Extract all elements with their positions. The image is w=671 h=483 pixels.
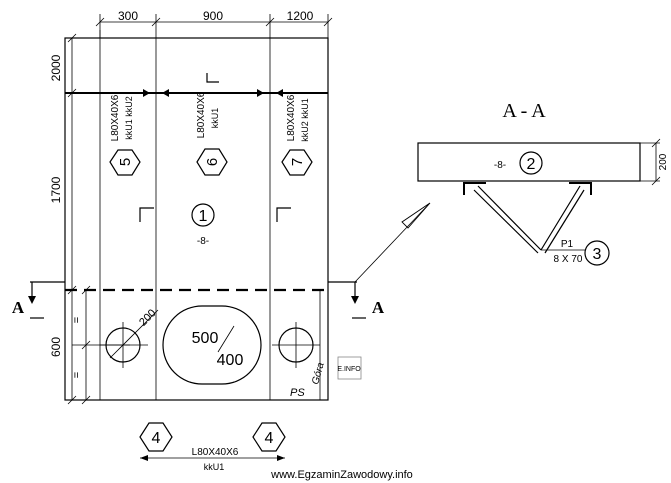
dim-600: 600 — [49, 337, 63, 357]
watermark: www.EgzaminZawodowy.info — [270, 469, 413, 481]
top-line-arrows — [143, 73, 283, 97]
angle-5-profile: L80X40X6 — [110, 94, 121, 141]
bottom-angle-number-right: 4 — [265, 430, 274, 447]
flat-mark: P1 — [561, 239, 574, 250]
leader-line — [354, 202, 431, 283]
section-plate-number: 2 — [527, 156, 536, 173]
plate-number: 1 — [199, 208, 208, 225]
section-view: A - A 200 -8- 2 P1 8 X 70 3 — [417, 100, 669, 266]
main-plate — [64, 14, 329, 401]
flat-size: 8 X 70 — [554, 254, 583, 265]
bottom-angle: 4 4 L80X40X6 kkU1 — [139, 422, 286, 472]
section-dim-200: 200 — [658, 153, 669, 170]
dim-equal-bottom: = — [71, 372, 83, 378]
plate-thickness: -8- — [197, 236, 209, 247]
angle-7-number: 7 — [289, 158, 306, 166]
section-marker-left-label: A — [12, 298, 25, 317]
dim-1200: 1200 — [287, 9, 314, 23]
surface-labels: PS Góra — [290, 361, 327, 399]
section-marker-right: A — [328, 281, 385, 319]
right-hole — [272, 322, 320, 368]
angle-6: L80X40X6 kkU1 6 — [196, 91, 228, 176]
section-thickness: -8- — [494, 160, 506, 171]
opening-height: 400 — [217, 352, 244, 369]
dim-1700: 1700 — [49, 176, 63, 203]
angle-5: L80X40X6 kkU1 kkU2 5 — [109, 94, 141, 176]
top-dimensions: 300 900 1200 — [95, 9, 333, 27]
hole-dim-200: 200 — [137, 307, 158, 328]
bottom-angle-profile: L80X40X6 — [192, 447, 239, 458]
flat-number: 3 — [593, 246, 602, 263]
top-label: Góra — [310, 361, 326, 386]
dim-equal-top: = — [71, 317, 83, 323]
opening: 500 400 — [162, 305, 262, 385]
angle-7: L80X40X6 kkU2 kkU1 7 — [281, 94, 313, 176]
angle-7-profile: L80X40X6 — [286, 94, 297, 141]
section-marker-right-label: A — [372, 298, 385, 317]
angle-6-profile: L80X40X6 — [196, 91, 207, 138]
left-dimensions: 2000 1700 600 = = — [49, 33, 130, 405]
angle-6-number: 6 — [204, 158, 221, 166]
dim-2000: 2000 — [49, 54, 63, 81]
bottom-angle-number-left: 4 — [152, 430, 161, 447]
angle-7-code: kkU2 kkU1 — [300, 98, 310, 142]
angle-5-code: kkU1 kkU2 — [124, 96, 134, 140]
section-title: A - A — [502, 100, 546, 122]
logo-text: E.INFO — [337, 366, 361, 373]
left-hole: 200 — [100, 307, 159, 368]
dim-900: 900 — [203, 9, 223, 23]
bottom-angle-code: kkU1 — [204, 462, 225, 472]
section-marker-left: A — [12, 281, 65, 319]
plate-label: 1 -8- — [139, 203, 291, 247]
logo-stamp: E.INFO — [337, 356, 362, 380]
opening-width: 500 — [192, 330, 219, 347]
surface-label: PS — [290, 387, 305, 399]
angle-5-number: 5 — [117, 158, 134, 166]
dim-300: 300 — [118, 9, 138, 23]
angle-6-code: kkU1 — [210, 108, 220, 129]
